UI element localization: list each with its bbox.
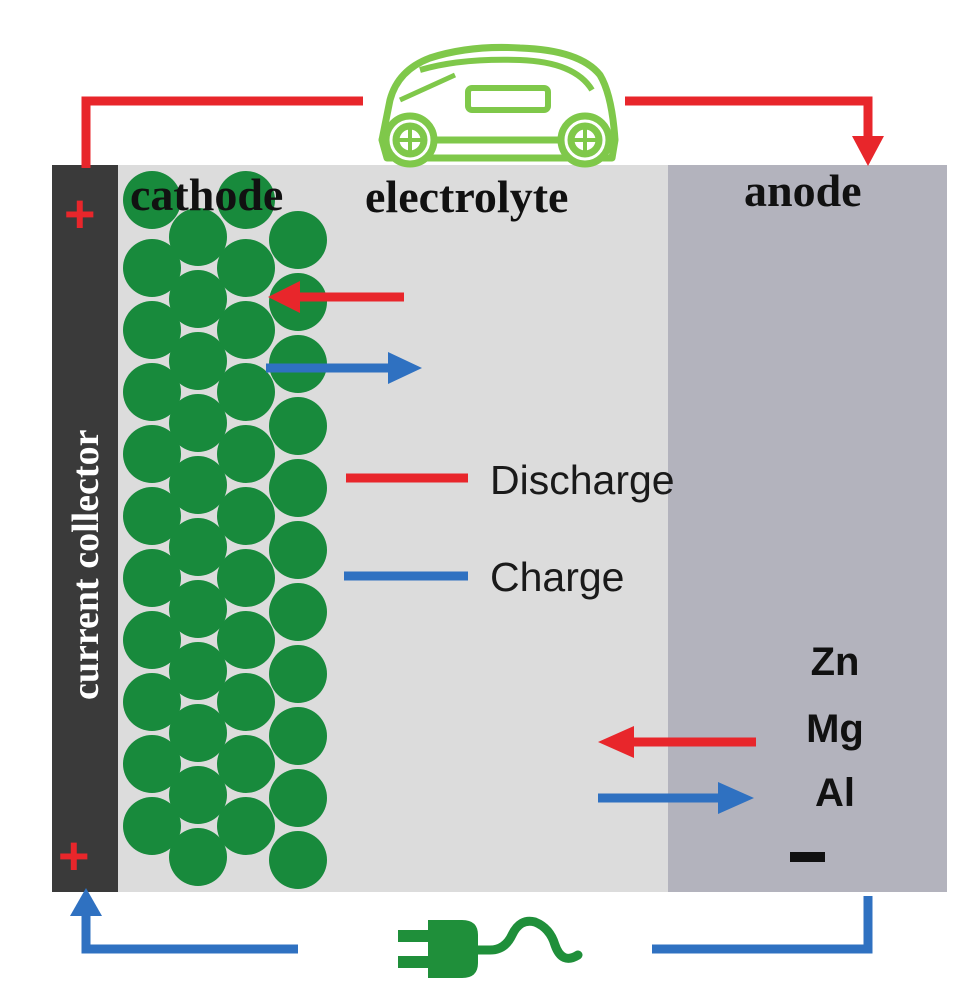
cathode-particle bbox=[217, 239, 275, 297]
cathode-particle bbox=[123, 611, 181, 669]
discharge-circuit-arrowhead bbox=[852, 136, 884, 166]
cathode-particle bbox=[169, 766, 227, 824]
cathode-particle bbox=[269, 211, 327, 269]
cathode-particle bbox=[217, 425, 275, 483]
cathode-particle bbox=[123, 239, 181, 297]
cathode-particle bbox=[269, 831, 327, 889]
charge-circuit bbox=[81, 896, 873, 954]
cathode-particle bbox=[123, 487, 181, 545]
cathode-particle bbox=[217, 301, 275, 359]
cathode-particle bbox=[217, 487, 275, 545]
cathode-particle bbox=[169, 208, 227, 266]
cathode-particle bbox=[123, 673, 181, 731]
cathode-particle bbox=[269, 645, 327, 703]
cathode-particle bbox=[169, 828, 227, 886]
cathode-particle bbox=[217, 363, 275, 421]
cathode-particle bbox=[169, 580, 227, 638]
cathode-particle bbox=[169, 704, 227, 762]
anode-region bbox=[668, 165, 947, 892]
cathode-particle bbox=[169, 518, 227, 576]
cathode-particle bbox=[123, 797, 181, 855]
current-collector-bar bbox=[52, 165, 118, 892]
cathode-particle bbox=[123, 301, 181, 359]
anode-label: anode bbox=[744, 165, 862, 216]
cathode-particle bbox=[123, 171, 181, 229]
anode-charge-arrow bbox=[598, 782, 754, 814]
plug-icon bbox=[398, 916, 583, 978]
plus-sign-top: + bbox=[64, 184, 96, 244]
legend-charge-label: Charge bbox=[490, 554, 624, 600]
cathode-particle bbox=[217, 735, 275, 793]
minus-sign bbox=[790, 852, 825, 862]
cathode-particle bbox=[169, 456, 227, 514]
cathode-particle bbox=[269, 459, 327, 517]
cathode-particle bbox=[269, 397, 327, 455]
anode-discharge-arrow bbox=[598, 726, 756, 758]
cathode-particle bbox=[123, 549, 181, 607]
current-collector-label: current collector bbox=[65, 429, 107, 700]
cathode-particle bbox=[123, 363, 181, 421]
metal-label-mg: Mg bbox=[806, 707, 864, 751]
cathode-charge-arrow bbox=[266, 352, 422, 384]
cathode-particle bbox=[123, 735, 181, 793]
charge-circuit-arrowhead bbox=[70, 888, 102, 916]
legend: Discharge Charge bbox=[344, 457, 675, 600]
discharge-circuit bbox=[81, 96, 873, 168]
cathode-particle bbox=[217, 611, 275, 669]
cathode-particle bbox=[169, 642, 227, 700]
cathode-particle bbox=[169, 394, 227, 452]
cathode-discharge-arrow bbox=[268, 281, 404, 313]
cathode-particle bbox=[217, 797, 275, 855]
cathode-particle bbox=[217, 171, 275, 229]
metal-label-zn: Zn bbox=[811, 640, 860, 684]
electrolyte-label: electrolyte bbox=[365, 171, 568, 222]
electric-car-icon bbox=[378, 43, 619, 168]
cathode-label: cathode bbox=[130, 169, 283, 220]
cathode-particle bbox=[269, 769, 327, 827]
cathode-particle bbox=[169, 270, 227, 328]
cathode-particle bbox=[123, 425, 181, 483]
cathode-particle bbox=[269, 707, 327, 765]
cathode-particle bbox=[217, 673, 275, 731]
cathode-particle bbox=[269, 521, 327, 579]
cathode-particle bbox=[217, 549, 275, 607]
metal-label-al: Al bbox=[815, 771, 855, 815]
plus-sign-bottom: + bbox=[58, 826, 90, 886]
legend-discharge-label: Discharge bbox=[490, 457, 675, 503]
cathode-particle bbox=[169, 332, 227, 390]
cathode-particles bbox=[123, 171, 327, 889]
cathode-particle bbox=[269, 583, 327, 641]
